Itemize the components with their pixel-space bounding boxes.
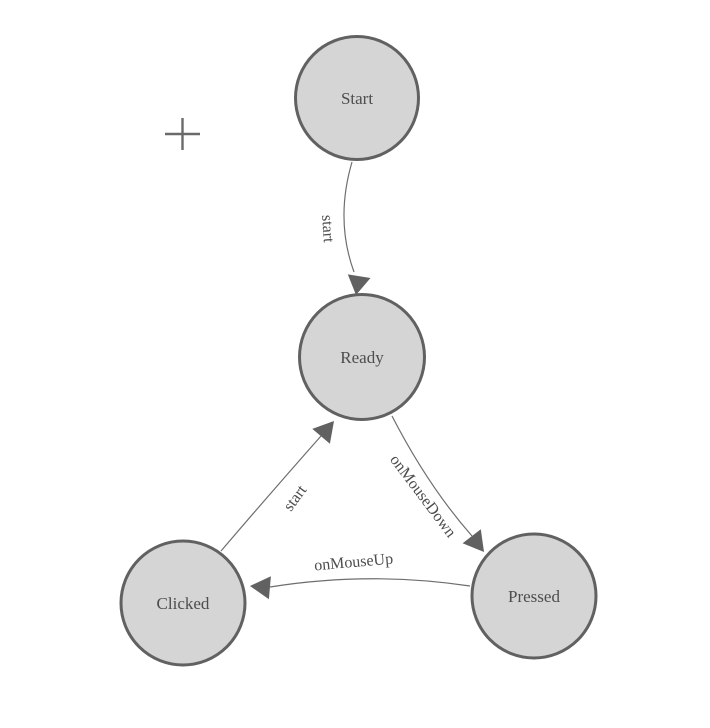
- node-ready-label: Ready: [340, 348, 384, 367]
- arrowhead-icon: [462, 529, 484, 552]
- edge-label-start-1: start: [318, 214, 337, 243]
- edge-pressed-to-clicked[interactable]: onMouseUp: [250, 551, 471, 600]
- arrowhead-icon: [347, 274, 371, 295]
- node-start[interactable]: Start: [294, 35, 420, 161]
- node-start-label: Start: [341, 89, 373, 108]
- edge-start-to-ready[interactable]: start: [318, 161, 371, 295]
- node-clicked-circle[interactable]: [119, 539, 247, 667]
- arrowhead-icon: [250, 576, 271, 600]
- edge-clicked-to-ready[interactable]: start: [220, 421, 334, 552]
- edge-pressed-to-clicked-path[interactable]: [269, 578, 471, 588]
- edge-label-onmousedown: onMouseDown: [386, 452, 459, 541]
- edge-ready-to-pressed-path[interactable]: [391, 415, 473, 537]
- node-clicked-label: Clicked: [157, 594, 210, 613]
- node-clicked[interactable]: Clicked: [119, 539, 247, 667]
- node-start-circle[interactable]: [294, 35, 420, 161]
- node-ready[interactable]: Ready: [298, 293, 426, 421]
- node-pressed-label: Pressed: [508, 587, 560, 606]
- edge-ready-to-pressed[interactable]: onMouseDown: [386, 415, 484, 552]
- edge-clicked-to-ready-path[interactable]: [220, 435, 322, 552]
- node-pressed-circle[interactable]: [470, 532, 598, 660]
- arrowhead-icon: [312, 421, 334, 444]
- edge-label-onmouseup: onMouseUp: [313, 551, 393, 575]
- node-ready-circle[interactable]: [298, 293, 426, 421]
- edge-start-to-ready-path[interactable]: [343, 161, 355, 273]
- node-pressed[interactable]: Pressed: [470, 532, 598, 660]
- crosshair-marker: [165, 118, 200, 150]
- edge-label-start-2: start: [280, 482, 310, 515]
